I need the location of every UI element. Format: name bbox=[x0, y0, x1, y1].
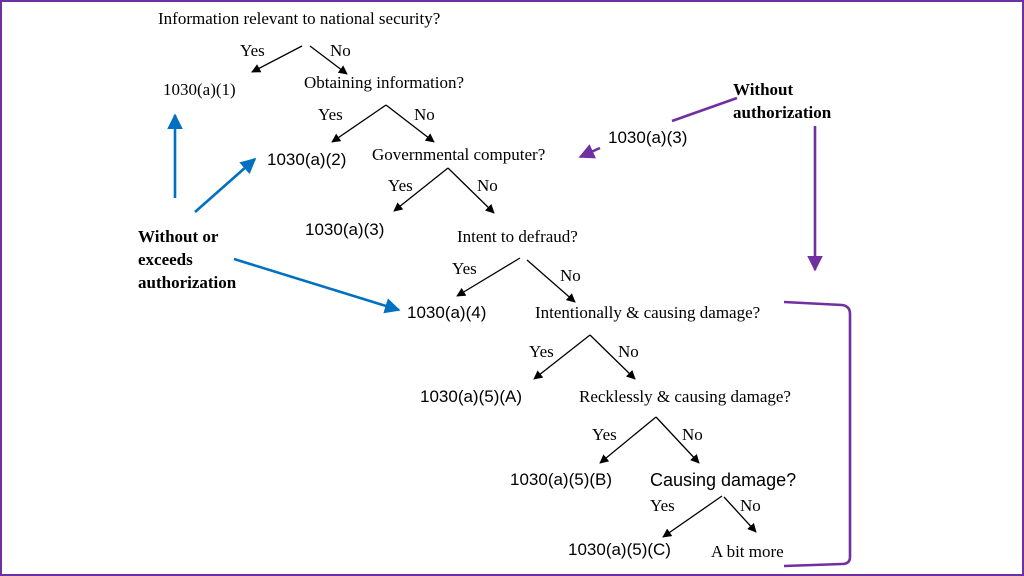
no-label-3: No bbox=[477, 176, 498, 195]
branch-3-no-line bbox=[447, 167, 495, 214]
outcome-1030-a-5-C: 1030(a)(5)(C) bbox=[568, 540, 671, 559]
blue-arrow-to-a2 bbox=[194, 157, 257, 213]
annotation-without-or-exceeds-authorization: Without or exceeds authorization bbox=[138, 226, 236, 295]
annotation-line-1: Without bbox=[733, 80, 794, 99]
yes-label-5: Yes bbox=[529, 342, 554, 361]
question-causing-damage: Causing damage? bbox=[650, 470, 797, 490]
question-obtaining-information: Obtaining information? bbox=[304, 73, 465, 92]
annotation-without-authorization: Without authorization bbox=[733, 79, 831, 125]
annotation-line-2: authorization bbox=[733, 102, 832, 122]
question-national-security: Information relevant to national securit… bbox=[158, 9, 441, 28]
outcome-1030-a-4: 1030(a)(4) bbox=[407, 303, 487, 322]
no-label-5: No bbox=[618, 342, 639, 361]
no-label-4: No bbox=[560, 266, 581, 285]
no-label-7: No bbox=[740, 496, 761, 515]
outcome-1030-a-5-B: 1030(a)(5)(B) bbox=[510, 470, 613, 489]
branch-5-no-line bbox=[589, 334, 636, 380]
branch-2-no-line bbox=[385, 104, 435, 143]
annotation-line-2: exceeds bbox=[138, 249, 193, 269]
outcome-a-bit-more: A bit more bbox=[711, 542, 784, 561]
yes-label-7: Yes bbox=[650, 496, 675, 515]
branch-7-no-line bbox=[723, 496, 757, 533]
blue-arrow-to-a4 bbox=[233, 257, 401, 314]
branch-4-yes-line bbox=[456, 257, 521, 297]
question-recklessly-damage: Recklessly & causing damage? bbox=[579, 387, 791, 406]
yes-label-4: Yes bbox=[452, 259, 477, 278]
branch-3-yes-line bbox=[393, 167, 449, 212]
purple-arrow-to-govt bbox=[578, 144, 601, 159]
annotation-line-3: authorization bbox=[138, 272, 237, 292]
branch-6-no-line bbox=[655, 416, 700, 464]
no-label-1: No bbox=[330, 41, 351, 60]
outcome-1030-a-2: 1030(a)(2) bbox=[267, 150, 347, 169]
branch-5-yes-line bbox=[533, 334, 591, 380]
branch-2-yes-line bbox=[331, 104, 387, 143]
branch-4-no-line bbox=[526, 259, 576, 303]
annotation-line-1: Without or bbox=[138, 227, 219, 246]
purple-line-without-auth bbox=[671, 96, 738, 123]
outcome-1030-a-1: 1030(a)(1) bbox=[163, 80, 236, 99]
yes-label-2: Yes bbox=[318, 105, 343, 124]
no-label-2: No bbox=[414, 105, 435, 124]
yes-label-6: Yes bbox=[592, 425, 617, 444]
purple-bracket bbox=[783, 300, 852, 568]
outcome-1030-a-3-side: 1030(a)(3) bbox=[608, 128, 688, 147]
question-governmental-computer: Governmental computer? bbox=[372, 145, 546, 164]
question-intent-to-defraud: Intent to defraud? bbox=[457, 227, 578, 246]
question-intentionally-damage: Intentionally & causing damage? bbox=[535, 303, 761, 322]
yes-label-3: Yes bbox=[388, 176, 413, 195]
branch-1-yes-line bbox=[251, 45, 303, 73]
branch-6-yes-line bbox=[599, 416, 657, 464]
yes-label-1: Yes bbox=[240, 41, 265, 60]
branch-7-yes-line bbox=[662, 495, 723, 538]
outcome-1030-a-5-A: 1030(a)(5)(A) bbox=[420, 387, 523, 406]
outcome-1030-a-3: 1030(a)(3) bbox=[305, 220, 385, 239]
no-label-6: No bbox=[682, 425, 703, 444]
branch-1-no-line bbox=[309, 45, 348, 75]
